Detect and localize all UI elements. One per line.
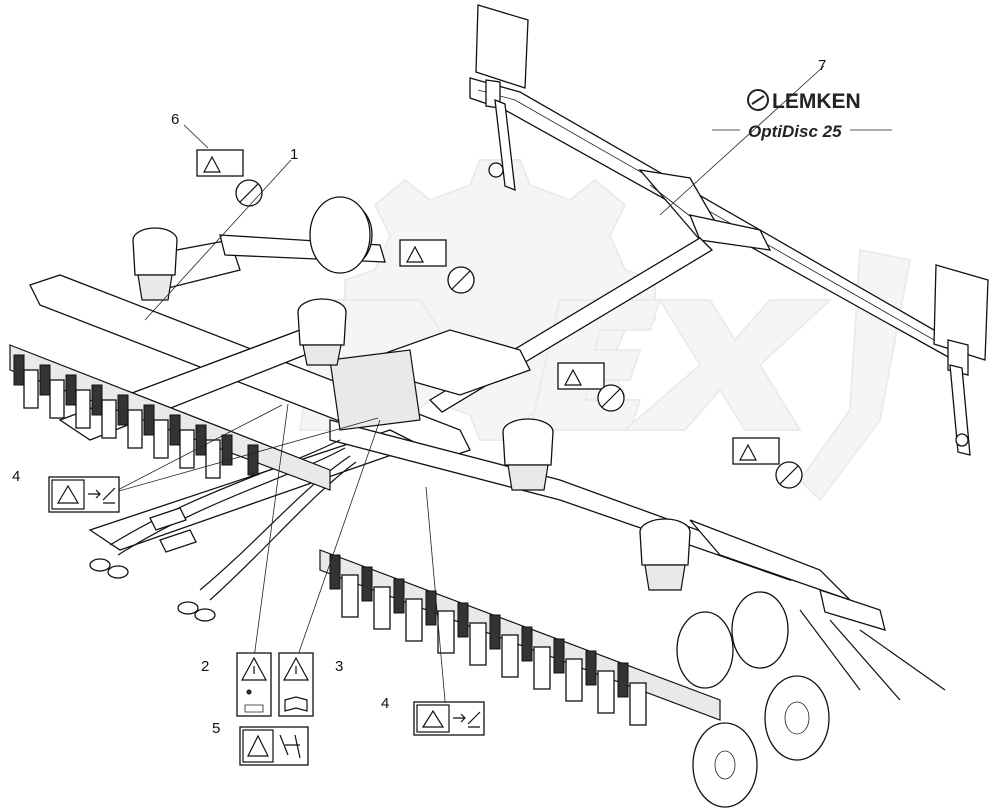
- no-entry-icon: [597, 384, 625, 412]
- crush-hazard-icon: [421, 709, 445, 728]
- warning-triangle-icon: [282, 656, 310, 681]
- decal-5: [239, 726, 309, 766]
- no-entry-icon: [447, 266, 475, 294]
- metering-unit: [502, 418, 554, 491]
- decal-4-left: [48, 476, 120, 513]
- brand-name: LEMKEN: [772, 90, 861, 113]
- leader-lines: [111, 65, 825, 713]
- no-entry-icon: [235, 179, 263, 207]
- coulter-row-rear: [319, 549, 721, 726]
- depth-wheels: [309, 196, 830, 808]
- lemken-logo: LEMKEN OptiDisc 25: [712, 89, 892, 141]
- decal-sticker: [557, 362, 605, 390]
- lemken-logo-icon: [747, 89, 769, 111]
- marker-beam: [469, 4, 989, 456]
- crush-hazard-icon: [56, 484, 80, 504]
- decal-2: [236, 652, 272, 717]
- callout-5: 5: [212, 720, 220, 737]
- callout-1: 1: [290, 146, 298, 163]
- no-entry-icon: [775, 461, 803, 489]
- callout-3: 3: [335, 658, 343, 675]
- metering-unit: [132, 227, 178, 301]
- callout-2: 2: [201, 658, 209, 675]
- callout-4-left: 4: [12, 468, 20, 485]
- callout-4-right: 4: [381, 695, 389, 712]
- model-name: OptiDisc 25: [748, 122, 842, 141]
- manual-book-icon: [284, 696, 308, 712]
- decal-6-sticker: [196, 149, 244, 177]
- metering-units: [132, 227, 691, 591]
- warning-triangle-icon: [247, 734, 269, 757]
- metering-unit: [639, 518, 691, 591]
- callout-7: 7: [818, 57, 826, 74]
- hydraulic-hoses: [89, 439, 357, 622]
- support-frame: [379, 237, 714, 413]
- decal-sticker: [399, 239, 447, 267]
- decal-sticker: [732, 437, 780, 465]
- harrow-tines: [799, 589, 946, 701]
- decal-4-right: [413, 701, 485, 736]
- warning-triangle-icon: [240, 656, 268, 681]
- decal-3: [278, 652, 314, 717]
- callout-6: 6: [171, 111, 179, 128]
- metering-unit: [297, 298, 347, 366]
